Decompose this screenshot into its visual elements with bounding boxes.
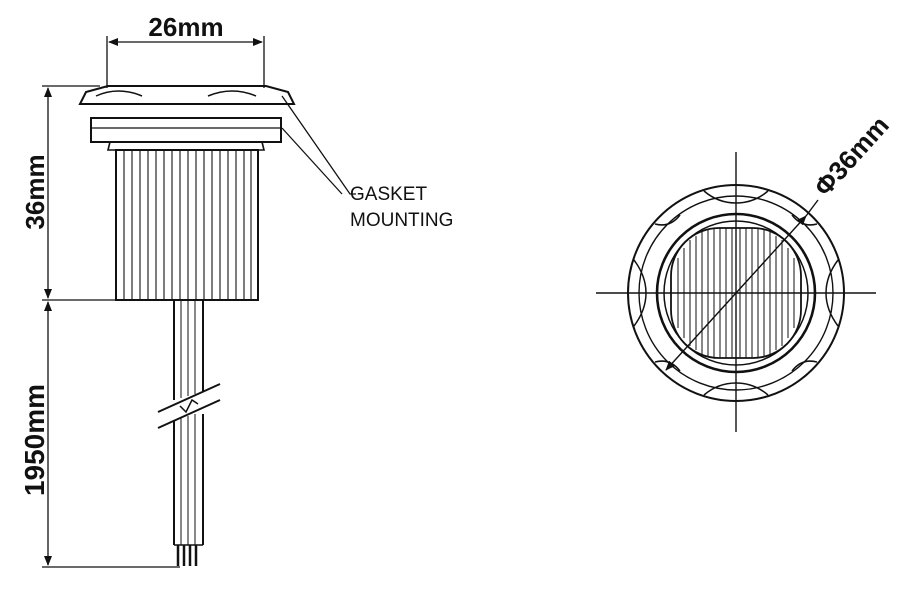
side-view: 26mm 36mm 1950mm [19,12,453,568]
front-view: Φ36mm [596,110,895,432]
height-dimension-label: 36mm [20,154,50,229]
cable [157,300,221,566]
neck [106,141,266,151]
flange [78,85,296,105]
cable-dimension-label: 1950mm [19,384,50,496]
ribbed-body [115,149,259,301]
width-dimension-label: 26mm [148,12,223,42]
callout-gasket-text: GASKET [350,184,427,205]
gasket [90,117,282,143]
inner-ring [655,212,817,374]
height-dimension: 36mm [20,85,115,301]
cable-dimension: 1950mm [19,301,180,568]
outer-ring [627,184,845,402]
width-dimension: 26mm [106,12,265,88]
diameter-dimension: Φ36mm [665,110,895,371]
gasket-callout: GASKET MOUNTING [281,95,453,231]
diameter-dimension-label: Φ36mm [808,110,895,202]
callout-mounting-text: MOUNTING [350,210,453,231]
